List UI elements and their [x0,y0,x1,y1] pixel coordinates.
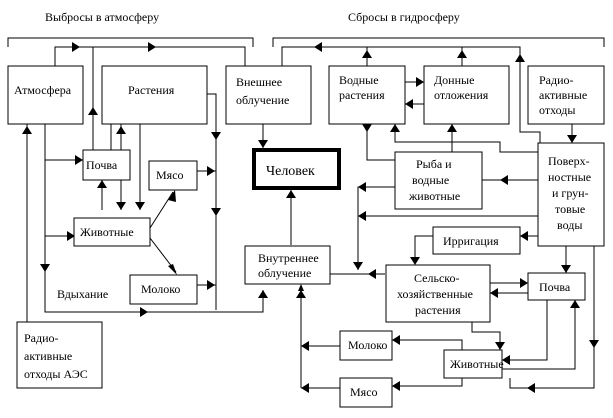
svg-text:Почва: Почва [539,280,571,294]
header-discharges-hydrosphere: Сбросы в гидросферу [348,10,460,24]
svg-text:животные: животные [408,189,460,203]
svg-text:Атмосфера: Атмосфера [14,83,72,97]
node-soil-right: Почва [527,272,586,301]
svg-text:Почва: Почва [86,158,118,172]
node-soil-left: Почва [82,149,131,181]
svg-text:Молоко: Молоко [348,338,387,352]
node-surface-ground-water: Поверх- ностные и грун- товые воды [537,142,605,247]
node-meat-right: Мясо [339,377,393,408]
arrowheads [22,42,599,393]
svg-text:Водные: Водные [339,73,379,87]
svg-text:Ирригация: Ирригация [443,234,499,248]
svg-text:Внешнее: Внешнее [236,75,282,89]
node-fish: Рыба и водные животные [394,151,483,210]
node-irrigation: Ирригация [432,226,521,255]
svg-text:Молоко: Молоко [141,282,180,296]
svg-text:Человек: Человек [266,164,315,179]
svg-text:и грун-: и грун- [552,186,589,200]
label-inhalation: Вдыхание [57,287,108,301]
svg-text:активные: активные [539,88,587,102]
node-human: Человек [252,148,341,190]
node-bottom-sediments: Донные отложения [423,65,510,125]
node-aquatic-plants: Водные растения [328,65,406,125]
bracket-atmosphere [7,37,254,47]
svg-text:товые: товые [555,202,585,216]
node-animals-right: Животные [443,349,504,379]
svg-text:растения: растения [339,88,385,102]
svg-text:ностные: ностные [548,170,591,184]
svg-text:Сельско-: Сельско- [414,271,459,285]
svg-text:хозяйственные: хозяйственные [397,287,473,301]
svg-text:Радио-: Радио- [539,73,574,87]
svg-text:отходы: отходы [539,103,575,117]
svg-text:Донные: Донные [434,73,474,87]
node-internal-irradiation: Внутреннее облучение [244,245,331,285]
svg-text:Внутреннее: Внутреннее [258,251,319,265]
node-meat-left: Мясо [148,160,198,191]
svg-text:Мясо: Мясо [156,168,184,182]
node-radioactive-waste: Радио- активные отходы [527,65,605,125]
svg-text:Животные: Животные [80,225,134,239]
svg-text:активные: активные [24,349,72,363]
node-animals-left: Животные [73,217,151,247]
svg-text:отложения: отложения [434,88,489,102]
bracket-hydrosphere [272,37,605,47]
node-external-irradiation: Внешнее облучение [225,65,312,125]
node-milk-right: Молоко [339,330,393,361]
svg-text:Животные: Животные [450,357,504,371]
svg-text:Мясо: Мясо [350,385,378,399]
svg-text:отходы АЭС: отходы АЭС [24,367,88,381]
svg-text:Поверх-: Поверх- [548,154,590,168]
svg-text:облучение: облучение [236,93,289,107]
svg-text:растения: растения [415,303,461,317]
node-atmosphere: Атмосфера [7,65,84,125]
svg-text:водные: водные [412,173,449,187]
node-agri-plants: Сельско- хозяйственные растения [385,264,491,323]
svg-text:Растения: Растения [128,83,175,97]
svg-text:Радио-: Радио- [24,331,59,345]
svg-text:облучение: облучение [258,266,311,280]
node-milk-left: Молоко [129,274,198,305]
header-emissions-atmosphere: Выбросы в атмосферу [45,10,159,24]
node-plants: Растения [101,65,208,125]
node-npp-waste: Радио- активные отходы АЭС [16,321,103,389]
svg-text:воды: воды [557,218,582,232]
svg-text:Рыба и: Рыба и [416,157,452,171]
